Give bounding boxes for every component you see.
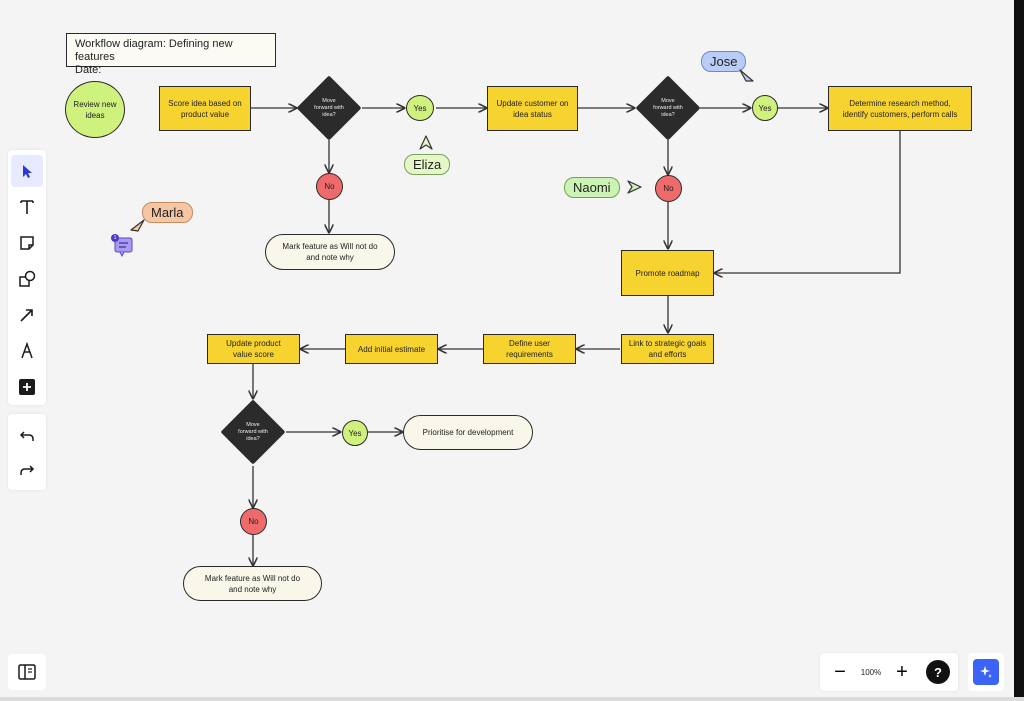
side-panel-button[interactable]	[8, 654, 46, 690]
review-ideas-node[interactable]: Review new ideas	[65, 81, 125, 138]
zoom-in-button[interactable]: +	[896, 660, 908, 683]
yes-node-3[interactable]: Yes	[342, 420, 368, 446]
promote-roadmap-node[interactable]: Promote roadmap	[621, 250, 714, 296]
help-icon: ?	[926, 660, 950, 684]
pen-tool-button[interactable]	[11, 335, 43, 367]
select-tool-button[interactable]	[11, 155, 43, 187]
pen-icon	[21, 342, 33, 359]
arrow-icon	[20, 309, 33, 322]
decision-node-2[interactable]: Move forward with idea?	[635, 75, 701, 141]
text-icon	[20, 200, 34, 214]
no-node-3[interactable]: No	[240, 508, 267, 535]
sparkle-icon	[973, 659, 999, 685]
sticky-note-tool-button[interactable]	[11, 227, 43, 259]
score-idea-node[interactable]: Score idea based on product value	[159, 86, 251, 131]
no-node-1[interactable]: No	[316, 173, 343, 200]
help-button[interactable]: ?	[924, 653, 952, 691]
sticky-note-icon	[20, 236, 34, 250]
cursor-label-marla: Marla	[142, 202, 193, 223]
cursor-pointer-icon	[130, 219, 145, 232]
undo-icon	[19, 431, 34, 441]
shapes-tool-button[interactable]	[11, 263, 43, 295]
define-requirements-node[interactable]: Define user requirements	[483, 334, 576, 364]
comment-count-badge: 1	[111, 234, 119, 242]
cursor-pointer-icon	[739, 69, 754, 82]
cursor-pointer-icon	[627, 180, 642, 194]
add-tool-button[interactable]	[11, 371, 43, 403]
shapes-icon	[19, 270, 36, 287]
select-icon	[23, 165, 32, 178]
add-icon	[19, 379, 35, 395]
decision-node-3[interactable]: Move forward with idea?	[220, 399, 286, 465]
redo-button[interactable]	[11, 454, 43, 486]
connector	[715, 130, 901, 273]
will-not-do-node-2[interactable]: Mark feature as Will not do and note why	[183, 566, 322, 601]
cursor-label-eliza: Eliza	[404, 154, 451, 175]
yes-node-2[interactable]: Yes	[752, 95, 778, 121]
comment-icon[interactable]: 1	[111, 234, 134, 258]
zoom-level[interactable]: 100%	[860, 667, 882, 677]
cursor-label-jose: Jose	[701, 51, 747, 72]
zoom-controls: − 100% + ?	[820, 653, 958, 691]
window-edge-bottom	[0, 697, 1024, 701]
prioritise-node[interactable]: Prioritise for development	[403, 415, 533, 450]
left-toolbar	[8, 150, 46, 405]
decision-node-1[interactable]: Move forward with idea?	[296, 75, 362, 141]
cursor-pointer-icon	[419, 135, 433, 150]
arrow-tool-button[interactable]	[11, 299, 43, 331]
zoom-out-button[interactable]: −	[834, 660, 846, 683]
redo-icon	[20, 465, 35, 475]
yes-node-1[interactable]: Yes	[406, 95, 434, 121]
will-not-do-node-1[interactable]: Mark feature as Will not do and note why	[265, 234, 395, 270]
add-estimate-node[interactable]: Add initial estimate	[345, 334, 438, 364]
text-tool-button[interactable]	[11, 191, 43, 223]
undo-button[interactable]	[11, 420, 43, 452]
ai-assistant-button[interactable]	[968, 653, 1004, 691]
update-customer-node[interactable]: Update customer on idea status	[487, 86, 578, 131]
diagram-title-box[interactable]: Workflow diagram: Defining new features …	[66, 33, 276, 76]
research-method-node[interactable]: Determine research method, identify cust…	[828, 86, 972, 131]
window-edge	[1014, 0, 1024, 701]
cursor-label-naomi: Naomi	[564, 177, 620, 198]
history-toolbar	[8, 414, 46, 490]
diagram-date-label: Date:	[75, 64, 102, 76]
update-value-node[interactable]: Update product value score	[207, 334, 300, 364]
link-goals-node[interactable]: Link to strategic goals and efforts	[621, 334, 714, 364]
diagram-title: Workflow diagram: Defining new features	[75, 38, 233, 63]
side-panel-icon	[18, 664, 36, 680]
no-node-2[interactable]: No	[655, 175, 682, 202]
